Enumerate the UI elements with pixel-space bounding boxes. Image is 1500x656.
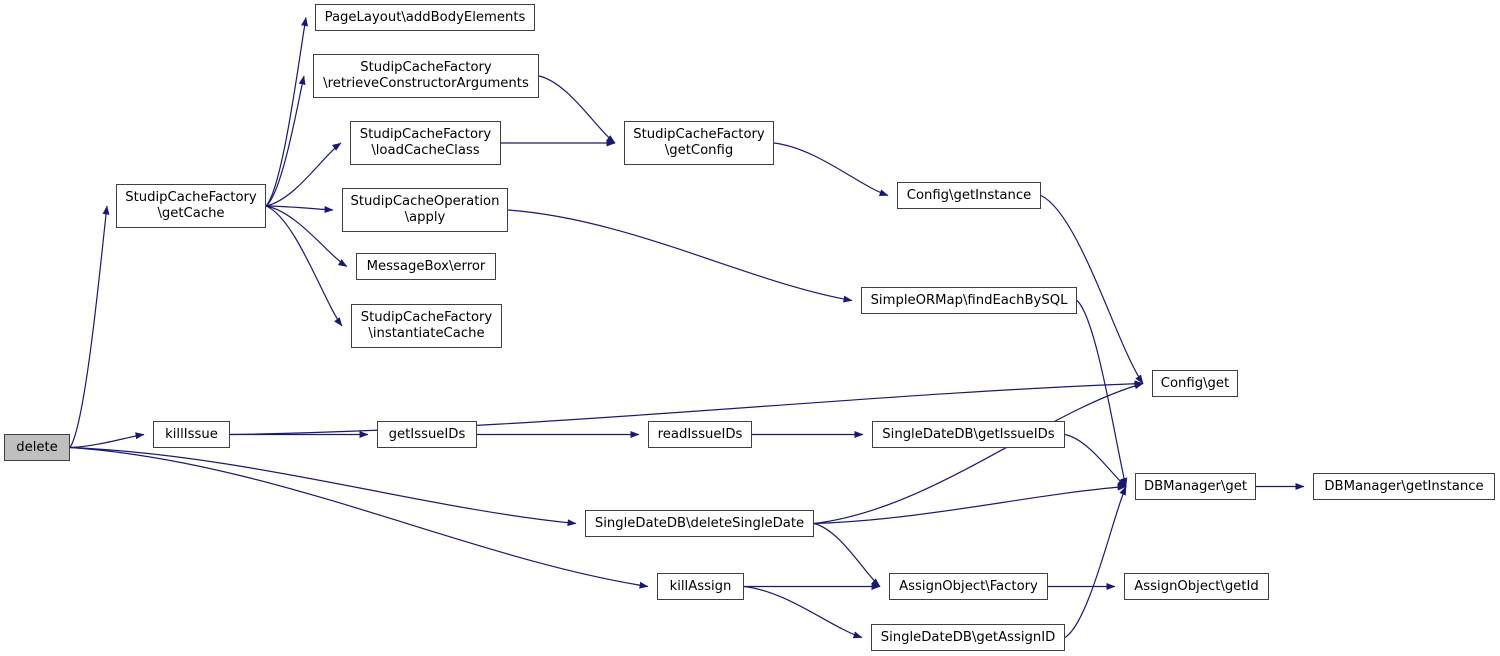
edge-findEachBySQL-to-dbManagerGet: [1076, 300, 1128, 487]
edge-getConfig-to-configGetInstance: [773, 142, 889, 197]
node-readIssueIDs[interactable]: readIssueIDs: [648, 421, 752, 448]
node-messageBoxError[interactable]: MessageBox\error: [356, 253, 496, 280]
node-addBodyElements[interactable]: PageLayout\addBodyElements: [315, 4, 535, 31]
edge-deleteSingleDate-to-assignObjectFactory: [813, 522, 881, 587]
node-apply[interactable]: StudipCacheOperation \apply: [342, 188, 508, 232]
node-retrieveConstructorArguments[interactable]: StudipCacheFactory \retrieveConstructorA…: [313, 54, 539, 98]
edge-delete-to-getCache: [69, 205, 110, 448]
node-deleteSingleDate[interactable]: SingleDateDB\deleteSingleDate: [585, 510, 814, 537]
node-singleDateDBGetIssueIDs[interactable]: SingleDateDB\getIssueIDs: [872, 421, 1065, 448]
edge-getCache-to-addBodyElements: [265, 17, 308, 207]
edge-getCache-to-retrieveConstructorArguments: [265, 75, 306, 207]
node-assignObjectGetId[interactable]: AssignObject\getId: [1124, 573, 1269, 600]
node-singleDateDBGetAssignID[interactable]: SingleDateDB\getAssignID: [871, 624, 1065, 651]
node-getConfig[interactable]: StudipCacheFactory \getConfig: [624, 121, 774, 165]
node-assignObjectFactory[interactable]: AssignObject\Factory: [889, 573, 1048, 600]
node-configGetInstance[interactable]: Config\getInstance: [897, 182, 1041, 209]
node-loadCacheClass[interactable]: StudipCacheFactory \loadCacheClass: [350, 121, 501, 165]
edge-deleteSingleDate-to-dbManagerGet: [813, 483, 1127, 525]
edge-paths: [69, 17, 1305, 639]
node-getIssueIDs[interactable]: getIssueIDs: [377, 421, 477, 448]
edge-killAssign-to-singleDateDBGetAssignID: [743, 585, 863, 639]
edge-singleDateDBGetIssueIDs-to-dbManagerGet: [1064, 433, 1127, 487]
edge-delete-to-deleteSingleDate: [69, 446, 577, 527]
node-instantiateCache[interactable]: StudipCacheFactory \instantiateCache: [351, 304, 502, 348]
edge-singleDateDBGetAssignID-to-dbManagerGet: [1064, 486, 1127, 639]
node-killAssign[interactable]: killAssign: [657, 573, 744, 600]
edge-retrieveConstructorArguments-to-getConfig: [538, 75, 616, 144]
node-findEachBySQL[interactable]: SimpleORMap\findEachBySQL: [861, 287, 1077, 314]
edge-delete-to-killAssign: [69, 446, 649, 589]
edge-delete-to-killIssue: [69, 432, 145, 449]
edge-deleteSingleDate-to-configGet: [813, 382, 1144, 525]
node-dbManagerGet[interactable]: DBManager\get: [1135, 473, 1256, 500]
node-configGet[interactable]: Config\get: [1152, 370, 1238, 397]
edge-getCache-to-loadCacheClass: [265, 142, 342, 207]
edge-getCache-to-instantiateCache: [265, 205, 343, 327]
edge-getCache-to-messageBoxError: [265, 205, 348, 268]
node-getCache[interactable]: StudipCacheFactory \getCache: [116, 184, 266, 228]
node-killIssue[interactable]: killIssue: [153, 421, 230, 448]
node-dbManagerGetInstance[interactable]: DBManager\getInstance: [1313, 473, 1495, 500]
edge-apply-to-findEachBySQL: [507, 209, 853, 303]
node-delete[interactable]: delete: [4, 434, 70, 461]
edge-getCache-to-apply: [265, 205, 334, 214]
